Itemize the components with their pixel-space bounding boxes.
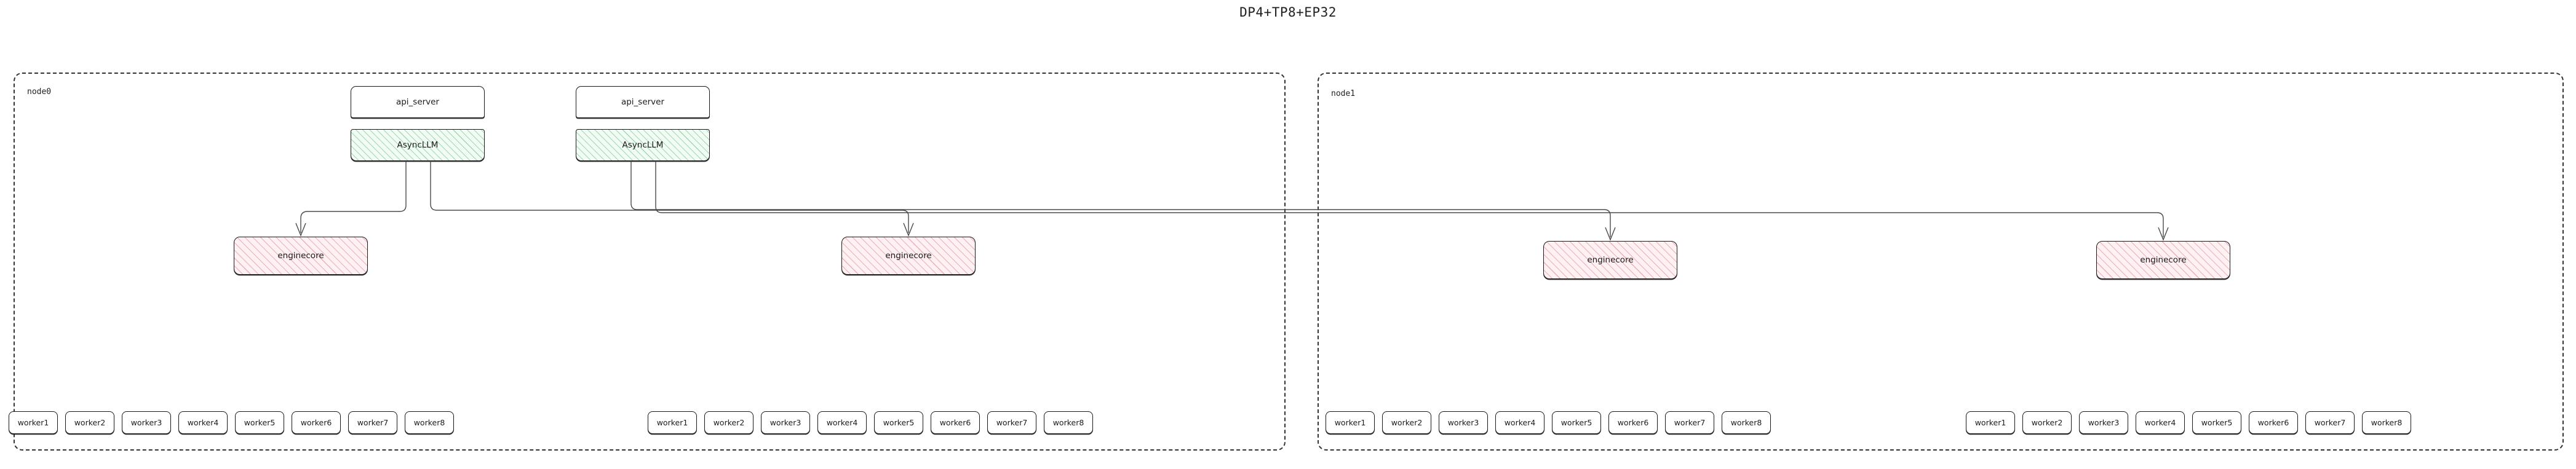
worker-box[interactable]: worker2 [1382,411,1431,434]
enginecore-box[interactable]: enginecore [234,237,368,275]
node-label-node0: node0 [27,87,52,97]
worker-box[interactable]: worker7 [348,411,397,434]
worker-box[interactable]: worker5 [2192,411,2241,434]
node-container-node1 [1318,73,2564,451]
diagram-title: DP4+TP8+EP32 [1239,5,1337,20]
worker-box[interactable]: worker3 [2079,411,2128,434]
api-server-box[interactable]: api_server [576,86,710,118]
worker-group: worker1 worker2 worker3 worker4 worker5 … [9,411,454,434]
worker-group: worker1 worker2 worker3 worker4 worker5 … [1326,411,1771,434]
worker-box[interactable]: worker1 [1326,411,1375,434]
worker-box[interactable]: worker8 [1722,411,1771,434]
worker-box[interactable]: worker4 [2136,411,2185,434]
worker-box[interactable]: worker7 [987,411,1036,434]
node-label-node1: node1 [1331,89,1356,98]
worker-box[interactable]: worker3 [1439,411,1488,434]
enginecore-box[interactable]: enginecore [2096,241,2230,279]
worker-box[interactable]: worker6 [1608,411,1658,434]
worker-group: worker1 worker2 worker3 worker4 worker5 … [1966,411,2411,434]
worker-group: worker1 worker2 worker3 worker4 worker5 … [648,411,1093,434]
worker-box[interactable]: worker2 [65,411,114,434]
worker-box[interactable]: worker4 [1495,411,1544,434]
worker-box[interactable]: worker2 [2022,411,2072,434]
worker-box[interactable]: worker8 [2362,411,2411,434]
worker-box[interactable]: worker8 [1044,411,1093,434]
worker-box[interactable]: worker5 [235,411,284,434]
worker-box[interactable]: worker1 [1966,411,2015,434]
worker-box[interactable]: worker5 [874,411,923,434]
node-container-node0 [14,73,1286,451]
worker-box[interactable]: worker8 [405,411,454,434]
api-server-box[interactable]: api_server [351,86,485,118]
worker-box[interactable]: worker3 [761,411,810,434]
worker-box[interactable]: worker1 [9,411,58,434]
worker-box[interactable]: worker5 [1552,411,1601,434]
worker-box[interactable]: worker2 [704,411,753,434]
worker-box[interactable]: worker7 [1665,411,1714,434]
worker-box[interactable]: worker7 [2305,411,2355,434]
async-llm-box[interactable]: AsyncLLM [351,129,485,161]
worker-box[interactable]: worker6 [2249,411,2298,434]
enginecore-box[interactable]: enginecore [841,237,976,275]
worker-box[interactable]: worker6 [292,411,341,434]
worker-box[interactable]: worker6 [931,411,980,434]
worker-box[interactable]: worker4 [178,411,228,434]
async-llm-box[interactable]: AsyncLLM [576,129,710,161]
worker-box[interactable]: worker4 [817,411,867,434]
worker-box[interactable]: worker1 [648,411,697,434]
worker-box[interactable]: worker3 [122,411,171,434]
enginecore-box[interactable]: enginecore [1543,241,1677,279]
